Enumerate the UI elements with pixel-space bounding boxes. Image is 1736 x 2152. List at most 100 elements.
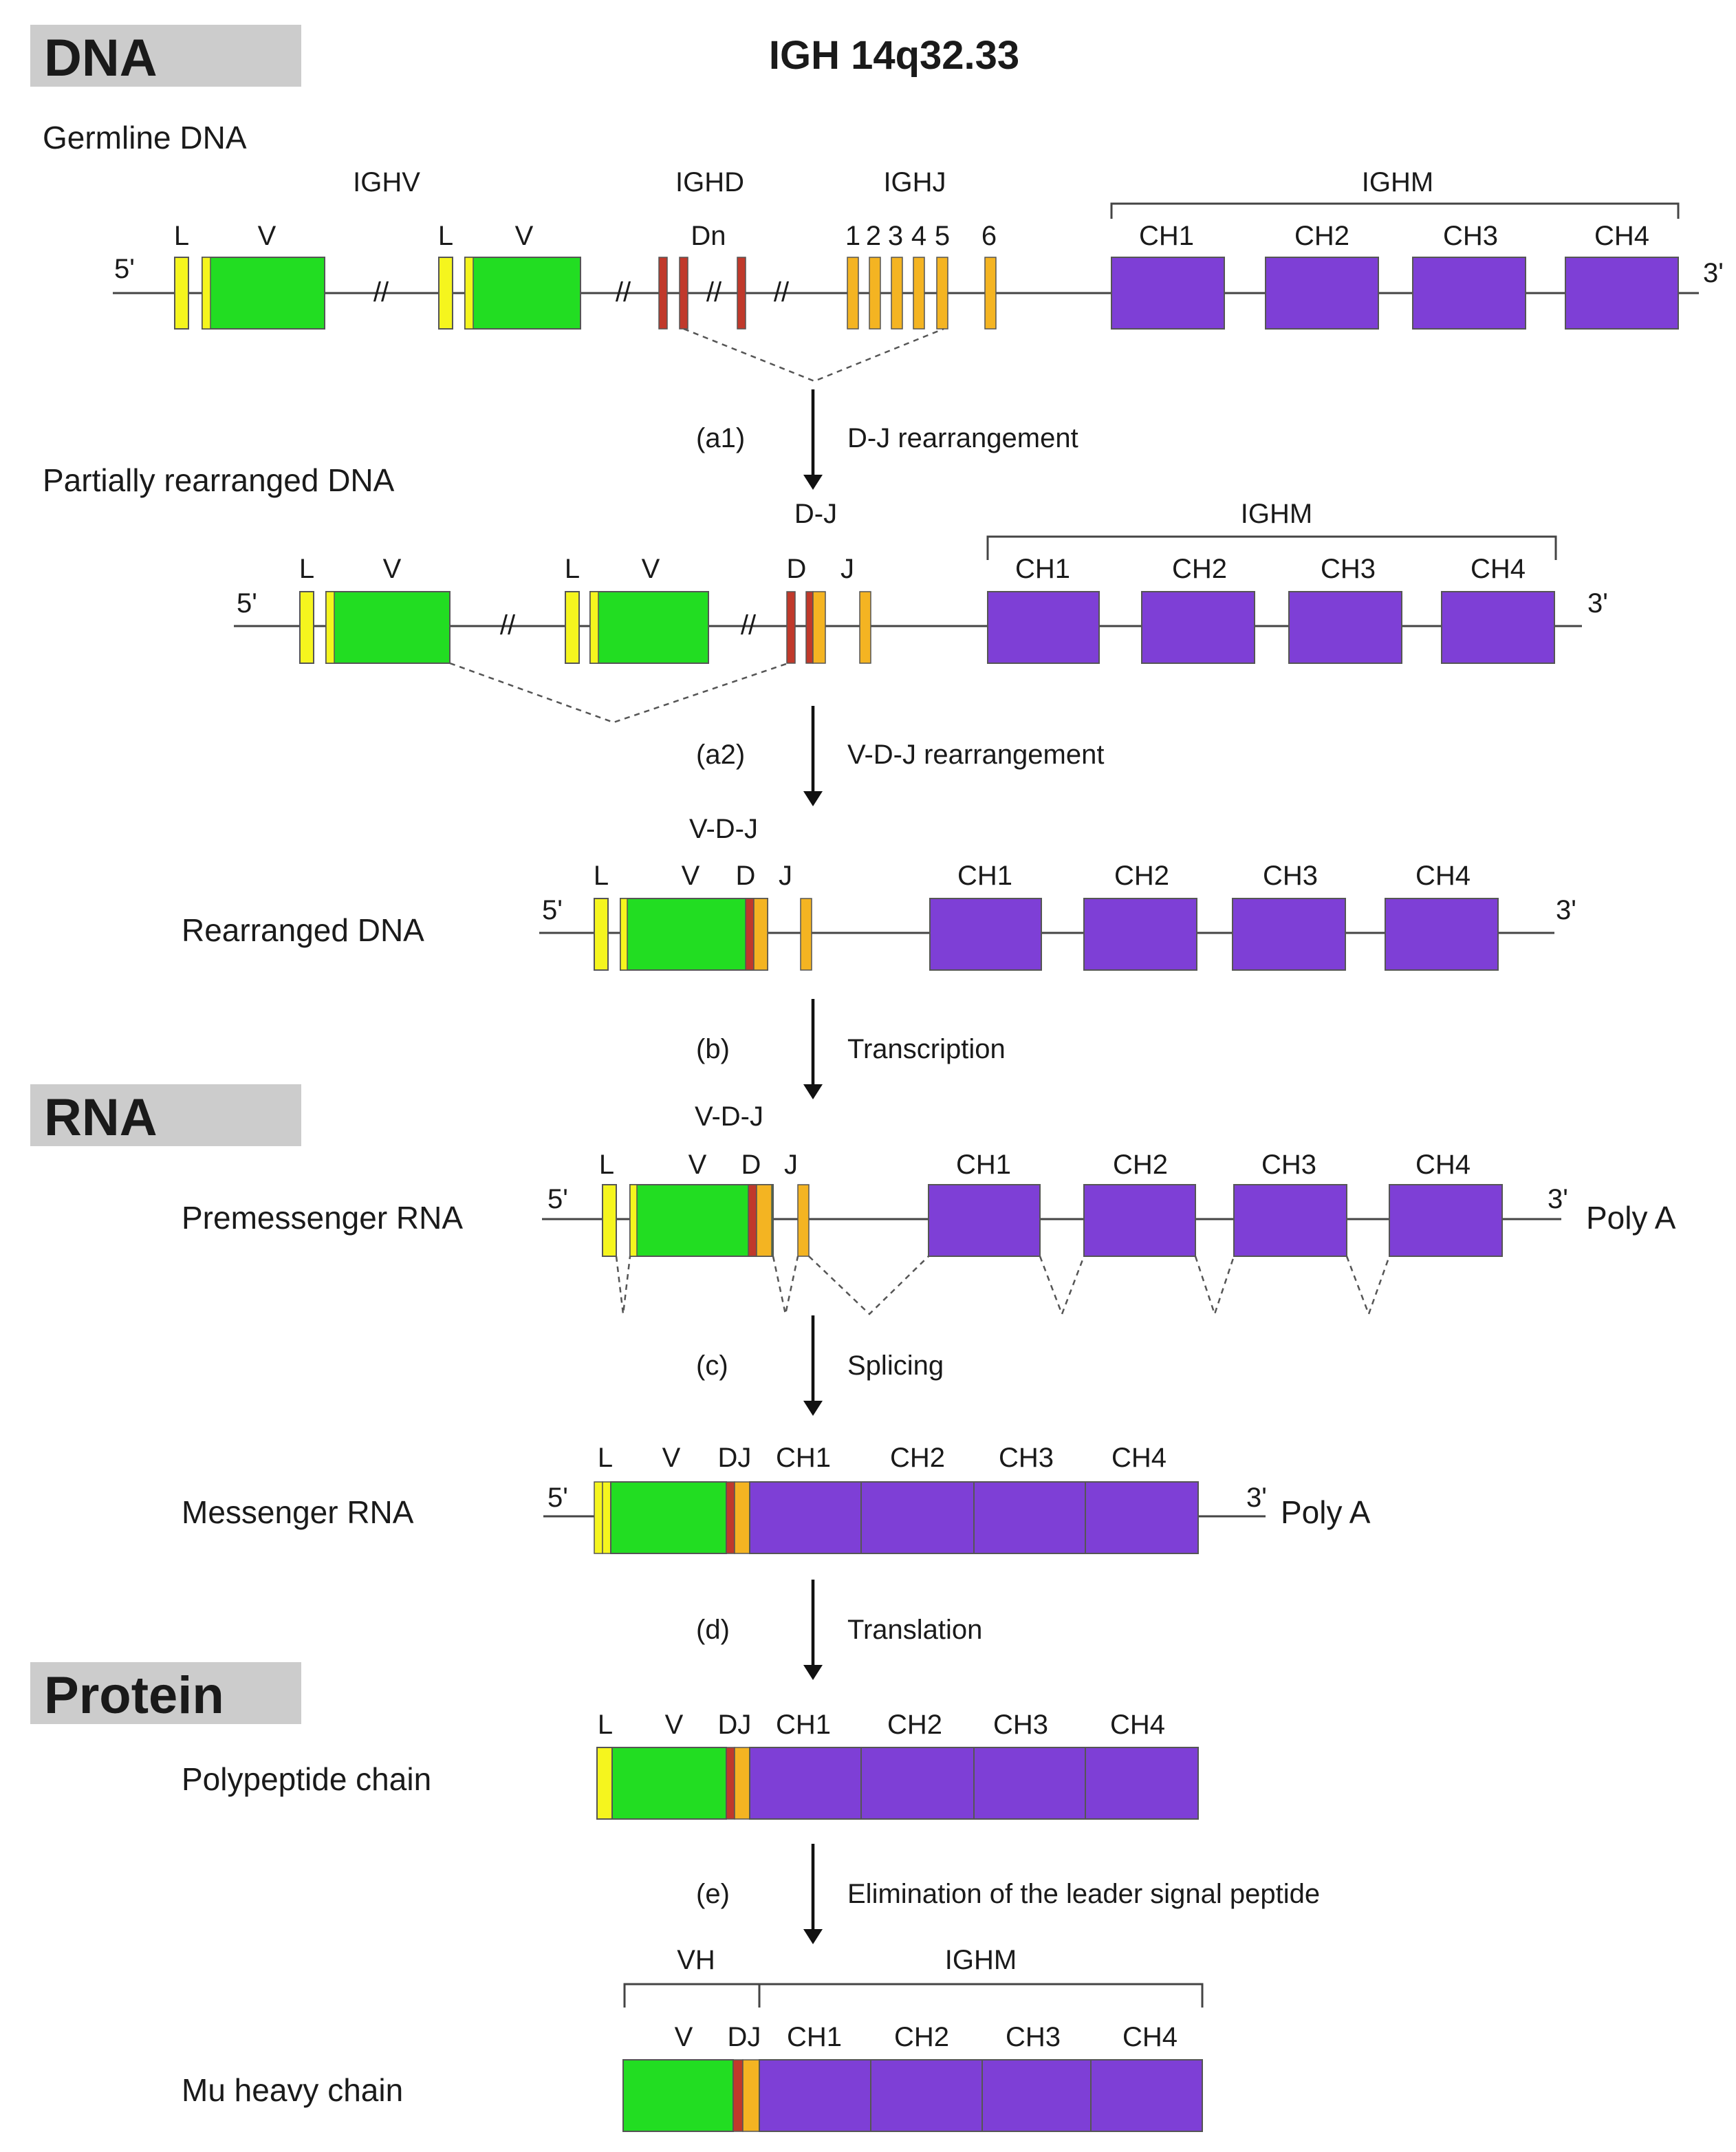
protein-section-title: Protein [44, 1666, 224, 1725]
ch4-exon [1389, 1184, 1503, 1257]
vdj-j-part [753, 898, 768, 971]
d-exon [679, 257, 688, 330]
step-label-d: Translation [847, 1615, 982, 1645]
step-tag-c: (c) [696, 1351, 728, 1381]
j6-label: 6 [981, 221, 997, 251]
step-label-e: Elimination of the leader signal peptide [847, 1879, 1320, 1909]
partial-dna-row: 5' 3' D-J IGHM L V // L V // D J CH1 CH2… [234, 499, 1608, 724]
polypeptide-row: L V DJ CH1 CH2 CH3 CH4 [596, 1710, 1199, 1820]
j-exon [800, 898, 812, 971]
step-arrowhead [803, 1929, 823, 1944]
ch3-exon [1233, 1184, 1347, 1257]
ch1-label: CH1 [1015, 554, 1070, 584]
step-tag-e: (e) [696, 1879, 730, 1909]
j2-label: 2 [866, 221, 881, 251]
ch2-label: CH2 [1294, 221, 1349, 251]
v-exon [610, 1481, 727, 1554]
j-label: J [779, 861, 792, 891]
v-label: V [642, 554, 660, 584]
germline-five-prime: 5' [114, 254, 135, 284]
d-label: D [787, 554, 807, 584]
ch3-label: CH3 [999, 1443, 1054, 1473]
germline-dna-row: 5' 3' IGHV IGHD IGHJ IGHM L V // L V // … [113, 167, 1724, 383]
leader-label: L [174, 221, 189, 251]
row-title-mu: Mu heavy chain [182, 2072, 403, 2108]
step-arrowhead [803, 1401, 823, 1416]
j-exon [869, 257, 881, 330]
premrna-row: 5' 3' Poly A V-D-J L V D J CH1 CH2 CH3 C… [542, 1101, 1676, 1317]
dj-label: DJ [718, 1443, 752, 1473]
ch2-domain [860, 1747, 975, 1820]
v-domain [622, 2059, 734, 2132]
ch3-exon [1412, 257, 1526, 330]
row-title-mrna: Messenger RNA [182, 1494, 414, 1530]
ch1-exon [928, 1184, 1041, 1257]
ch1-label: CH1 [956, 1150, 1011, 1180]
dj-join-guide [683, 327, 944, 383]
ch2-exon [1265, 257, 1379, 330]
ch4-label: CH4 [1594, 221, 1649, 251]
v-domain [611, 1747, 727, 1820]
row-title-premrna: Premessenger RNA [182, 1200, 463, 1236]
ch3-label: CH3 [1261, 1150, 1316, 1180]
ch2-label: CH2 [890, 1443, 945, 1473]
leader-peptide [596, 1747, 613, 1820]
v-label: V [515, 221, 534, 251]
leader-exon [602, 1184, 617, 1257]
j-label: J [840, 554, 854, 584]
chromosome-break: // [373, 277, 389, 308]
row-title-germline: Germline DNA [43, 120, 247, 155]
v-exon [325, 591, 451, 664]
rna-section-title: RNA [44, 1088, 158, 1147]
d-part [726, 1747, 735, 1820]
leader-label: L [438, 221, 453, 251]
ch2-domain [870, 2059, 983, 2132]
vdj-d-part [748, 1184, 757, 1257]
j-exon [984, 257, 997, 330]
d-label: D [736, 861, 756, 891]
step-arrowhead [803, 1084, 823, 1099]
ch3-domain [973, 1747, 1086, 1820]
leader-exon [594, 898, 609, 971]
ch1-exon [929, 898, 1042, 971]
d-exon [737, 257, 746, 330]
step-tag-a1: (a1) [696, 423, 745, 453]
vdj-join-guide [449, 662, 789, 724]
vh-bracket [623, 1983, 761, 2008]
j5-label: 5 [935, 221, 950, 251]
leader-exon [438, 257, 453, 330]
ch1-exon [987, 591, 1100, 664]
d-part [733, 2059, 744, 2132]
ch2-label: CH2 [1113, 1150, 1168, 1180]
step-tag-b: (b) [696, 1034, 730, 1064]
ch1-domain [749, 1747, 862, 1820]
vdj-j-part [756, 1184, 772, 1257]
ighv-group-label: IGHV [353, 167, 420, 197]
ch2-exon [1141, 591, 1255, 664]
germline-three-prime: 3' [1703, 258, 1724, 288]
chromosome-break: // [706, 277, 722, 308]
leader-label: L [594, 861, 609, 891]
step-arrowhead [803, 475, 823, 490]
mrna-five-prime: 5' [547, 1483, 568, 1513]
ch4-label: CH4 [1110, 1710, 1165, 1740]
splice-guides [615, 1256, 1391, 1317]
premrna-poly-a: Poly A [1586, 1200, 1676, 1236]
v-exon [202, 257, 325, 330]
v-label: V [258, 221, 276, 251]
v-label: V [682, 861, 700, 891]
step-label-a2: V-D-J rearrangement [847, 740, 1104, 770]
leader-part-of-v [325, 591, 335, 664]
step-label-a1: D-J rearrangement [847, 423, 1078, 453]
ch3-exon [1288, 591, 1402, 664]
row-title-polypeptide: Polypeptide chain [182, 1761, 431, 1797]
mu-heavy-chain-row: VH IGHM V DJ CH1 CH2 CH3 CH4 [622, 1945, 1204, 2132]
ch4-domain [1085, 1747, 1199, 1820]
leader-part-of-v [620, 898, 628, 971]
ch2-exon [1083, 898, 1197, 971]
j-exon [913, 257, 925, 330]
ighm-bracket [986, 535, 1557, 560]
ch1-label: CH1 [776, 1443, 831, 1473]
ch1-label: CH1 [957, 861, 1012, 891]
ch4-domain [1090, 2059, 1203, 2132]
